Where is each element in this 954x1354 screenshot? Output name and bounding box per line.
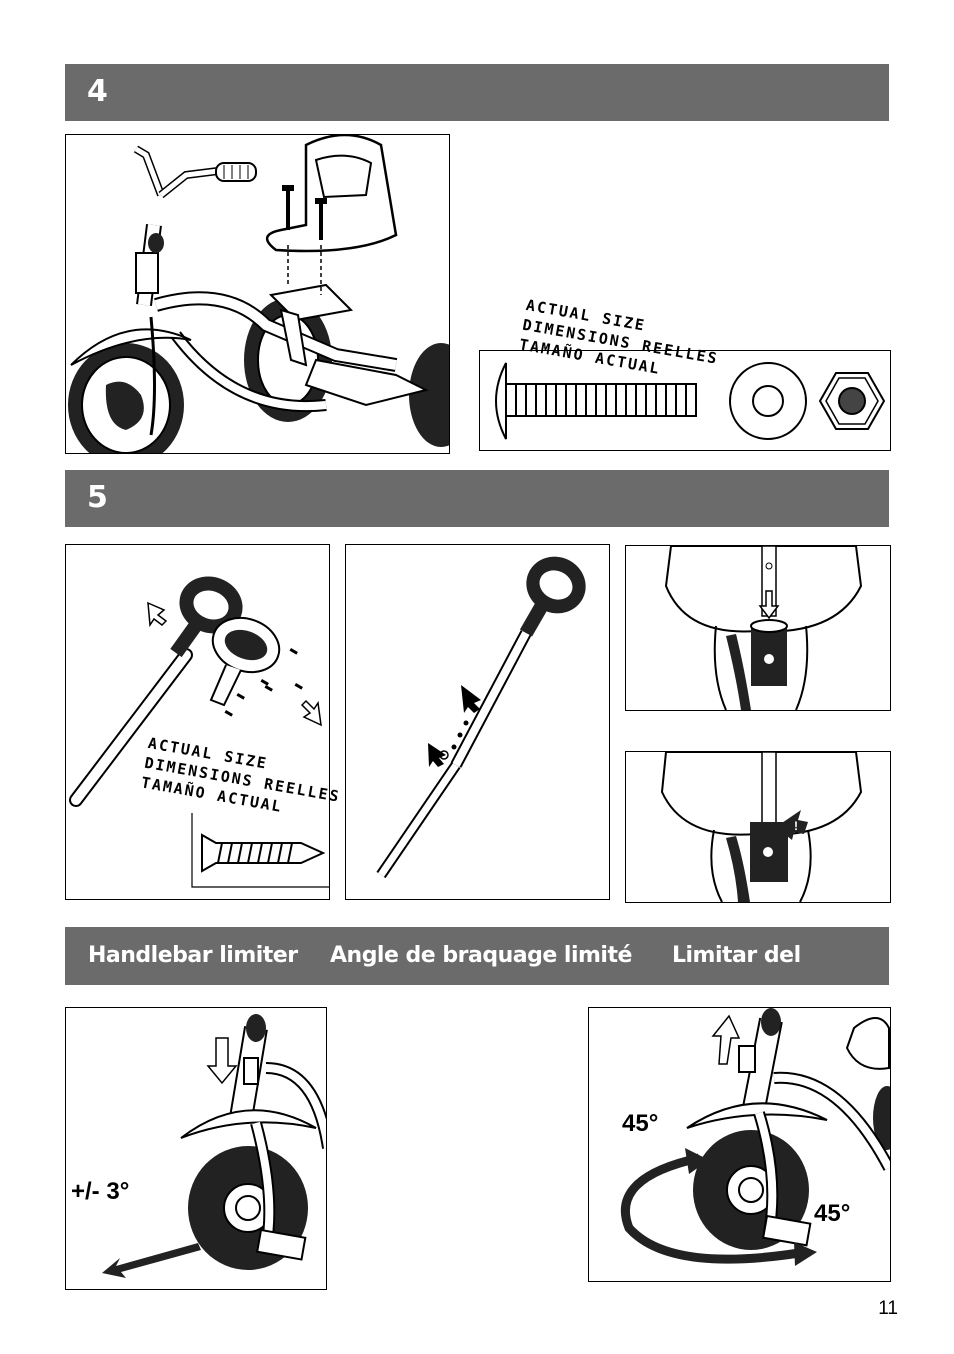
angle-label-limited: +/- 3° xyxy=(71,1178,130,1205)
arrow-icon xyxy=(758,590,780,620)
direction-arrow-icon xyxy=(102,1243,201,1278)
svg-text:!: ! xyxy=(794,819,798,833)
page-number: 11 xyxy=(878,1298,898,1319)
arrow-icon xyxy=(461,685,481,713)
arrow-icon xyxy=(711,1014,741,1065)
angle-label-top: 45° xyxy=(622,1110,659,1137)
limiter-title-en: Handlebar limiter xyxy=(88,943,298,968)
seat-socket-insert-illustration xyxy=(625,545,891,711)
bolt-icon xyxy=(495,362,507,440)
hardware-actual-size-box xyxy=(479,350,891,451)
limiter-title-fr: Angle de braquage limité xyxy=(330,943,632,968)
limiter-title-es: Limitar del volante xyxy=(672,943,801,1026)
seat-assembly-illustration xyxy=(65,134,450,454)
assembled-push-handle-illustration xyxy=(345,544,610,900)
limited-steering-illustration xyxy=(65,1007,327,1290)
full-steering-illustration xyxy=(588,1007,891,1282)
step-4-header: 4 xyxy=(65,64,889,121)
arrow-icon xyxy=(428,743,446,767)
push-handle-parts-illustration xyxy=(65,544,330,900)
angle-label-bottom: 45° xyxy=(814,1200,851,1227)
arrow-icon xyxy=(300,699,322,727)
step-5-header: 5 xyxy=(65,470,889,527)
seat-socket-locked-illustration: ! xyxy=(625,751,891,903)
rotation-arrow-icon xyxy=(620,1153,800,1264)
step-number: 5 xyxy=(87,480,108,515)
arrow-icon xyxy=(206,1037,238,1085)
step-number: 4 xyxy=(87,74,108,109)
handlebar-limiter-header: Handlebar limiter Angle de braquage limi… xyxy=(65,927,889,1026)
arrow-icon xyxy=(147,601,168,628)
warning-arrow-icon xyxy=(776,810,808,840)
